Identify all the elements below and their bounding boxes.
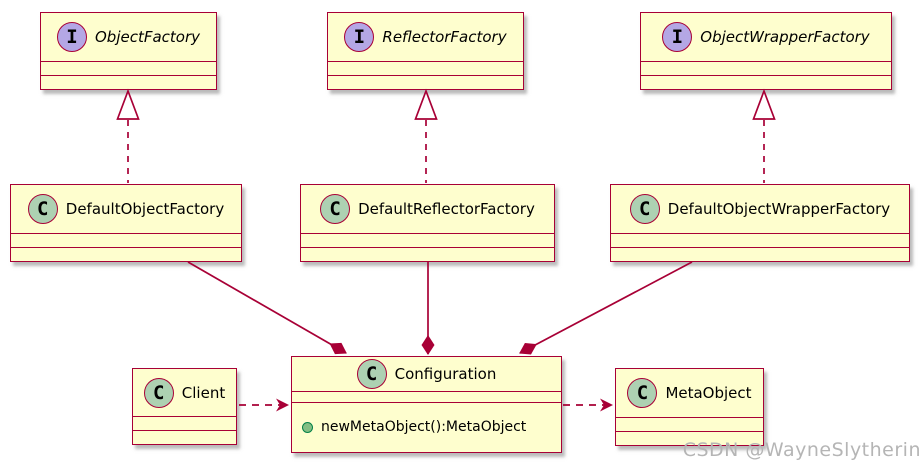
- interface-badge-icon: I: [56, 22, 87, 52]
- class-name: DefaultReflectorFactory: [358, 200, 535, 218]
- fields-compartment: [616, 417, 763, 431]
- methods-compartment: [611, 247, 909, 261]
- class-box-defaultreflectorfactory: C DefaultReflectorFactory: [300, 184, 555, 262]
- public-method-icon: [302, 421, 313, 433]
- interface-box-reflectorfactory: I ReflectorFactory: [327, 12, 524, 90]
- fields-compartment: [41, 61, 216, 75]
- method-signature: newMetaObject():MetaObject: [321, 419, 527, 436]
- fields-compartment: [11, 233, 241, 247]
- class-badge-icon: C: [629, 194, 660, 224]
- realization-defaultreflectorfactory-to-reflectorfactory: [414, 88, 438, 183]
- class-name: Configuration: [394, 364, 497, 383]
- interface-name: ObjectWrapperFactory: [700, 28, 870, 46]
- class-box-metaobject: C MetaObject: [615, 368, 764, 446]
- interface-badge-icon: I: [344, 22, 375, 52]
- fields-compartment: [611, 233, 909, 247]
- class-title: C DefaultReflectorFactory: [301, 185, 554, 233]
- fields-compartment: [133, 416, 236, 430]
- composition-defaultobjectwrapperfactory-to-configuration: [519, 261, 693, 355]
- interface-title: I ReflectorFactory: [328, 13, 523, 61]
- class-box-configuration: C Configuration newMetaObject():MetaObje…: [291, 356, 562, 453]
- class-name: DefaultObjectWrapperFactory: [667, 200, 891, 218]
- fields-compartment: [641, 61, 891, 75]
- interface-box-objectwrapperfactory: I ObjectWrapperFactory: [640, 12, 892, 90]
- interface-box-objectfactory: I ObjectFactory: [40, 12, 217, 90]
- methods-compartment: [133, 430, 236, 444]
- methods-compartment: [616, 431, 763, 445]
- class-badge-icon: C: [320, 194, 351, 224]
- fields-compartment: [328, 61, 523, 75]
- composition-defaultobjectfactory-to-configuration: [187, 261, 347, 355]
- methods-compartment: [328, 75, 523, 89]
- class-badge-icon: C: [143, 377, 174, 408]
- class-name: MetaObject: [665, 384, 752, 402]
- methods-compartment: [11, 247, 241, 261]
- class-name: DefaultObjectFactory: [65, 200, 225, 218]
- interface-badge-icon: I: [662, 22, 693, 52]
- interface-title: I ObjectWrapperFactory: [641, 13, 891, 61]
- watermark: CSDN @WayneSlytherin: [682, 439, 921, 461]
- class-title: C Client: [133, 369, 236, 416]
- interface-name: ReflectorFactory: [382, 28, 507, 46]
- class-badge-icon: C: [627, 378, 658, 408]
- methods-compartment: [41, 75, 216, 89]
- fields-compartment: [301, 233, 554, 247]
- class-title: C MetaObject: [616, 369, 763, 417]
- methods-compartment: newMetaObject():MetaObject: [292, 401, 561, 453]
- class-title: C DefaultObjectFactory: [11, 185, 241, 233]
- interface-title: I ObjectFactory: [41, 13, 216, 61]
- class-title: C DefaultObjectWrapperFactory: [611, 185, 909, 233]
- class-badge-icon: C: [356, 358, 387, 389]
- fields-compartment: [292, 390, 561, 402]
- class-box-defaultobjectwrapperfactory: C DefaultObjectWrapperFactory: [610, 184, 910, 262]
- realization-defaultobjectfactory-to-objectfactory: [116, 88, 140, 183]
- methods-compartment: [641, 75, 891, 89]
- class-name: Client: [181, 383, 226, 402]
- interface-name: ObjectFactory: [94, 28, 201, 46]
- class-box-client: C Client: [132, 368, 237, 445]
- class-box-defaultobjectfactory: C DefaultObjectFactory: [10, 184, 242, 262]
- class-title: C Configuration: [292, 357, 561, 391]
- methods-compartment: [301, 247, 554, 261]
- class-badge-icon: C: [27, 194, 58, 224]
- realization-defaultobjectwrapperfactory-to-objectwrapperfactory: [752, 88, 776, 183]
